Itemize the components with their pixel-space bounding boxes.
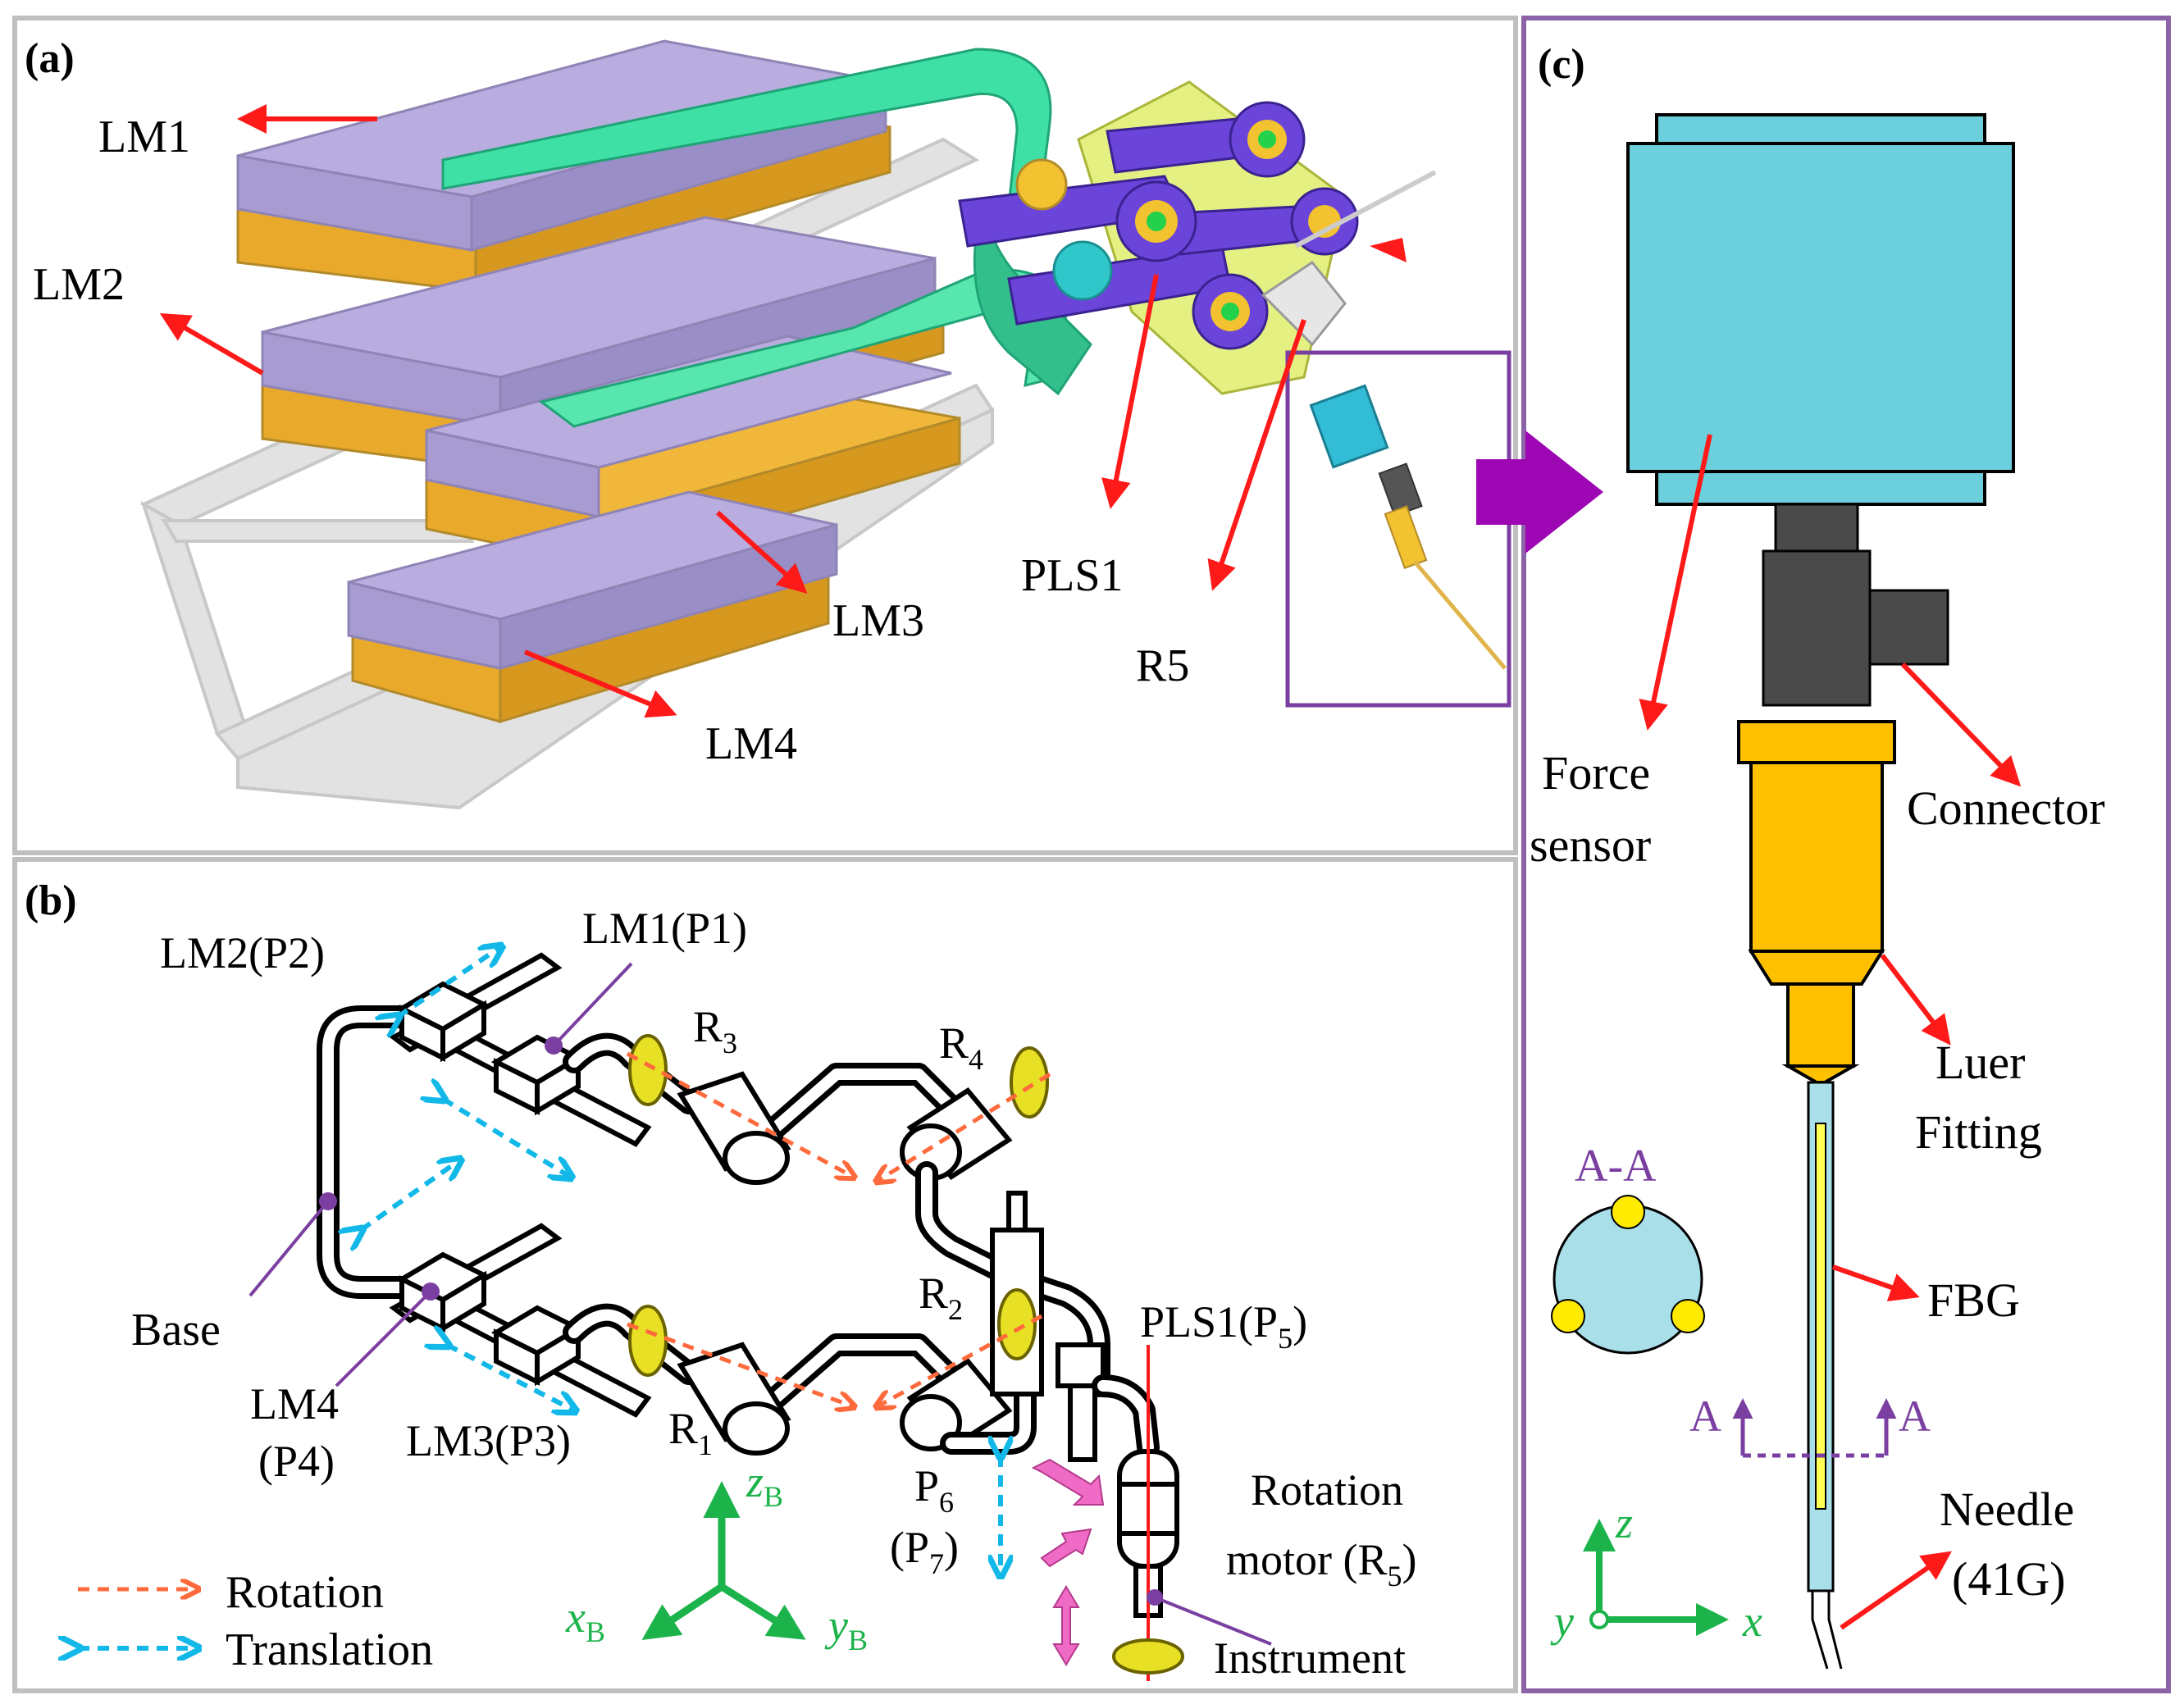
base-label: Base: [131, 1305, 221, 1355]
zoom-box: [1285, 350, 1511, 708]
fbg-fiber: [1815, 1123, 1826, 1510]
needle-arrow: [1840, 1551, 1952, 1630]
luer-body: [1749, 761, 1884, 953]
lm2-arrow: [159, 312, 264, 376]
lm4-arrow: [523, 649, 677, 718]
instrument-assembly: [1261, 170, 1507, 670]
lm4-module: [347, 490, 838, 724]
r5-arrow: [1207, 319, 1306, 591]
r1-axis: [627, 1322, 853, 1406]
luer-label-2: Fitting: [1915, 1105, 2042, 1159]
section-fiber-left: [1551, 1299, 1585, 1333]
axis-zb-label: zB: [745, 1457, 783, 1513]
needle-tip: [1811, 1591, 1843, 1670]
r4-axis: [878, 1072, 1051, 1181]
panel-b-label: (b): [25, 877, 77, 924]
pls1-arrow: [1101, 274, 1159, 509]
lm2p2-label: LM2(P2): [160, 928, 325, 977]
green-arms: [441, 48, 1092, 428]
axis-x-label: x: [1742, 1597, 1762, 1646]
lm1-label: LM1: [98, 112, 190, 162]
lm1p1-label: LM1(P1): [582, 904, 747, 953]
fbg-label: FBG: [1927, 1273, 2020, 1327]
lm2-label: LM2: [33, 259, 125, 310]
axis-yb-label: yB: [824, 1601, 868, 1656]
leader-lines: [248, 962, 1272, 1646]
force-sensor-bottom-cap: [1655, 470, 1986, 506]
r3-label: R3: [693, 1002, 737, 1059]
axis-y-label: y: [1550, 1597, 1574, 1646]
needle-label-2: (41G): [1952, 1552, 2066, 1606]
rotation-motor-label-1: Rotation: [1251, 1465, 1403, 1515]
r5-label: R5: [1136, 640, 1189, 691]
force-sensor-body: [1626, 142, 2015, 473]
connector-arrow: [1900, 662, 2022, 787]
panel-c-label: (c): [1538, 41, 1585, 88]
luer-tip: [1786, 982, 1855, 1068]
r3-axis: [626, 1051, 853, 1177]
section-cut-line: [1732, 1398, 1897, 1458]
section-a-right-label: A: [1899, 1392, 1931, 1441]
section-fiber-right: [1671, 1299, 1705, 1333]
connector-body: [1762, 549, 1872, 707]
panel-b-schematic: [78, 947, 1272, 1681]
lm3-label: LM3: [832, 595, 924, 646]
luer-label-1: Luer: [1936, 1036, 2026, 1089]
instrument-label: Instrument: [1214, 1633, 1406, 1683]
force-sensor-label-2: sensor: [1530, 818, 1651, 872]
cylinder-r2: [900, 1358, 1013, 1451]
connector-label: Connector: [1907, 781, 2105, 835]
lm4-label-b: LM4: [250, 1379, 339, 1428]
p6-label: P6: [914, 1461, 954, 1519]
section-a-left-label: A: [1689, 1392, 1721, 1441]
legend-translation-label: Translation: [226, 1624, 433, 1675]
luer-arrow: [1880, 954, 1951, 1046]
force-sensor-arrow: [1639, 434, 1712, 731]
cylinder-r4: [900, 1087, 1013, 1181]
section-fiber-top: [1611, 1195, 1645, 1229]
axis-xb-label: xB: [565, 1592, 605, 1648]
p4-label: (P4): [258, 1437, 335, 1486]
legend-rotation-label: Rotation: [226, 1567, 384, 1618]
axis-z-label: z: [1615, 1498, 1633, 1547]
cylinder-r3: [677, 1071, 791, 1185]
luer-flange: [1737, 720, 1896, 764]
pls1-label: PLS1: [1021, 550, 1124, 601]
lm4-label: LM4: [705, 718, 797, 769]
translation-arrows: [361, 947, 1001, 1574]
needle-label-1: Needle: [1940, 1483, 2074, 1536]
luer-taper: [1748, 950, 1885, 986]
panel-a-label: (a): [25, 35, 75, 82]
force-sensor-label-1: Force: [1542, 746, 1650, 800]
fbg-arrow: [1832, 1264, 1920, 1302]
connector-side-port: [1868, 589, 1949, 666]
cylinder-r1: [677, 1342, 791, 1456]
pls1p5-label: PLS1(P5): [1140, 1297, 1307, 1355]
panel-b-frame: [12, 857, 1518, 1693]
zoom-arrow: [1476, 431, 1603, 554]
y-axis-out-icon: [1589, 1610, 1609, 1629]
pls1-rod: [1068, 1383, 1097, 1462]
pink-arrows: [1031, 1458, 1105, 1666]
joint-discs: [1015, 101, 1359, 350]
r1-label: R1: [668, 1404, 713, 1461]
p7-label: (P7): [890, 1523, 959, 1580]
panel-a-cad-illustration: [139, 39, 1603, 810]
r2-label: R2: [919, 1269, 963, 1326]
lm3-arrow: [715, 510, 808, 595]
rotary-joint-icons: [628, 1034, 1184, 1674]
rotation-motor-label-2: motor (R5): [1226, 1535, 1416, 1592]
r4-label: R4: [939, 1018, 983, 1076]
section-a-a-label: A-A: [1575, 1141, 1657, 1191]
frame-b-axes: [641, 1481, 806, 1640]
connector-neck: [1774, 503, 1859, 555]
local-frame-axes: [1583, 1519, 1729, 1636]
panel-c-instrument-drawing: [1551, 113, 2022, 1670]
lm3p3-label: LM3(P3): [406, 1416, 571, 1465]
